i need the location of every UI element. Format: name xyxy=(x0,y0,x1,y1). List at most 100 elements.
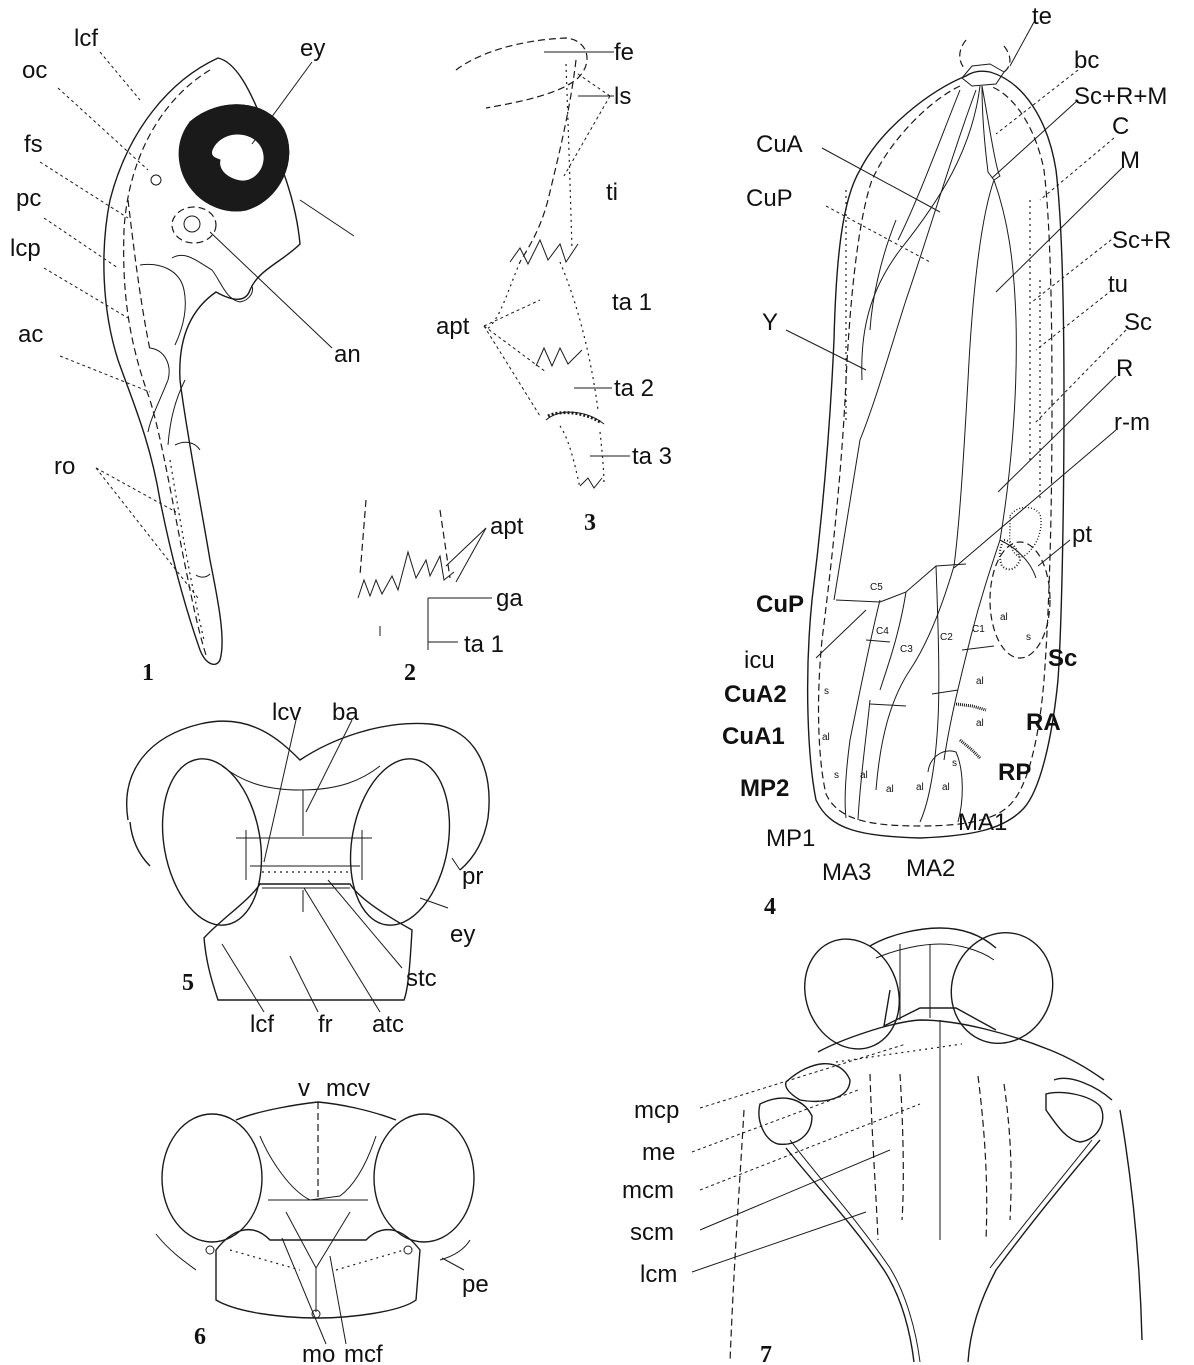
pterostigma-shape xyxy=(990,542,1050,658)
fig1-label-fs: fs xyxy=(24,131,43,158)
fig4-label-ra: RA xyxy=(1026,709,1061,736)
fig4-label-m: M xyxy=(1120,147,1140,174)
fig4-cell-al5: al xyxy=(942,782,950,793)
figure-7-head-pronotum: mcp me mcm scm lcm 7 xyxy=(622,918,1142,1365)
fig3-label-ls: ls xyxy=(614,83,631,110)
fig5-label-lcv: lcv xyxy=(272,699,301,726)
fig1-label-ro: ro xyxy=(54,453,75,480)
fig3-label-ta2: ta 2 xyxy=(614,375,654,402)
figure-1-head-lateral: lcf oc fs pc lcp ac ro ey an 1 xyxy=(10,25,361,686)
fig5-label-fr: fr xyxy=(318,1011,333,1038)
fig4-cell-al6: al xyxy=(976,676,984,687)
fig3-label-ta1: ta 1 xyxy=(612,289,652,316)
fig6-label-pe: pe xyxy=(462,1271,489,1298)
fig3-label-apt: apt xyxy=(436,313,470,340)
fig5-label-ba: ba xyxy=(332,699,359,726)
fig4-label-cup: CuP xyxy=(746,185,793,212)
fig4-cell-al4: al xyxy=(916,782,924,793)
fig5-left-eye xyxy=(150,751,274,933)
fig5-label-atc: atc xyxy=(372,1011,404,1038)
fig4-cell-al2: al xyxy=(860,770,868,781)
figure-3-hind-leg: fe ls ti ta 1 apt ta 2 ta 3 3 xyxy=(436,38,672,536)
fig4-cell-al8: al xyxy=(1000,612,1008,623)
fig4-label-r-m: r-m xyxy=(1114,409,1150,436)
fig4-label-sc: Sc xyxy=(1124,309,1152,336)
fig1-label-ey: ey xyxy=(300,35,325,62)
fig4-label-sc-r-m: Sc+R+M xyxy=(1074,83,1167,110)
fig6-label-mo: mo xyxy=(302,1341,335,1365)
fig1-label-ac: ac xyxy=(18,321,43,348)
fig7-label-scm: scm xyxy=(630,1219,674,1246)
fig4-label-cup2: CuP xyxy=(756,591,804,618)
fig4-label-bc: bc xyxy=(1074,47,1099,74)
fig4-label-ma1: MA1 xyxy=(958,809,1007,836)
fig4-cell-c2: C2 xyxy=(940,632,953,643)
fig4-label-mp2: MP2 xyxy=(740,775,789,802)
fig2-label-ga: ga xyxy=(496,585,523,612)
figure-number-4: 4 xyxy=(764,894,776,920)
figure-number-7: 7 xyxy=(760,1342,772,1365)
fig4-label-mp1: MP1 xyxy=(766,825,815,852)
fig5-label-ey: ey xyxy=(450,921,475,948)
fig7-label-mcp: mcp xyxy=(634,1097,679,1124)
fig4-label-pt: pt xyxy=(1072,521,1092,548)
fig1-label-oc: oc xyxy=(22,57,47,84)
fig7-label-mcm: mcm xyxy=(622,1177,674,1204)
figure-2-tarsus-detail: apt ga ta 1 2 xyxy=(358,500,524,686)
fig4-cell-s2: s xyxy=(834,770,839,781)
fig7-left-eye xyxy=(790,926,915,1063)
fig7-right-eye xyxy=(936,918,1068,1057)
fig4-label-sc2: Sc xyxy=(1048,645,1077,672)
fig4-cell-c1: C1 xyxy=(972,624,985,635)
fig7-label-lcm: lcm xyxy=(640,1261,677,1288)
figure-number-3: 3 xyxy=(584,510,596,536)
fig4-label-r: R xyxy=(1116,355,1133,382)
fig4-label-sc-r: Sc+R xyxy=(1112,227,1171,254)
fig1-label-pc: pc xyxy=(16,185,41,212)
fig3-label-ta3: ta 3 xyxy=(632,443,672,470)
fig1-label-an: an xyxy=(334,341,361,368)
fig4-label-ma3: MA3 xyxy=(822,859,871,886)
figure-number-6: 6 xyxy=(194,1324,206,1350)
fig6-label-mcv: mcv xyxy=(326,1075,370,1102)
fig4-cell-s3: s xyxy=(952,758,957,769)
fig5-right-eye xyxy=(338,751,462,933)
fig6-right-eye xyxy=(374,1114,474,1242)
fig6-label-mcf: mcf xyxy=(344,1341,383,1365)
fig4-cell-al1: al xyxy=(822,732,830,743)
fig4-cell-c5: C5 xyxy=(870,582,883,593)
fig4-label-te: te xyxy=(1032,3,1052,30)
fig2-label-apt: apt xyxy=(490,513,524,540)
fig4-label-cua2: CuA2 xyxy=(724,681,787,708)
fig4-label-icu: icu xyxy=(744,647,775,674)
fig4-label-y: Y xyxy=(762,309,778,336)
fig4-label-tu: tu xyxy=(1108,271,1128,298)
fig7-label-me: me xyxy=(642,1139,675,1166)
figure-number-5: 5 xyxy=(182,970,194,996)
fig4-cell-s1: s xyxy=(824,686,829,697)
figure-number-1: 1 xyxy=(142,660,154,686)
fig4-cell-c3: C3 xyxy=(900,644,913,655)
fig6-label-v: v xyxy=(298,1075,310,1102)
fig4-label-cua: CuA xyxy=(756,131,803,158)
fig4-label-c: C xyxy=(1112,113,1129,140)
fig3-label-ti: ti xyxy=(606,179,618,206)
figure-5-head-dorsal: lcv ba pr ey stc lcf fr atc 5 xyxy=(127,699,489,1038)
antenna-base-shape xyxy=(172,207,216,243)
fig4-cell-al7: al xyxy=(976,718,984,729)
fig4-label-rp: RP xyxy=(998,759,1031,786)
compound-eye-shape xyxy=(179,105,289,211)
fig5-label-lcf: lcf xyxy=(250,1011,274,1038)
fig4-cell-al3: al xyxy=(886,784,894,795)
fig4-label-cua1: CuA1 xyxy=(722,723,785,750)
fig4-cell-s4: s xyxy=(1026,632,1031,643)
fig3-label-fe: fe xyxy=(614,39,634,66)
fig4-label-ma2: MA2 xyxy=(906,855,955,882)
figure-4-forewing: C5 C4 C3 C2 C1 s al al al s al al al s a… xyxy=(722,3,1171,920)
fig5-label-pr: pr xyxy=(462,863,483,890)
fig1-label-lcp: lcp xyxy=(10,235,41,262)
fig2-label-ta1: ta 1 xyxy=(464,631,504,658)
fig4-cell-c4: C4 xyxy=(876,626,889,637)
fig1-label-lcf: lcf xyxy=(74,25,98,52)
